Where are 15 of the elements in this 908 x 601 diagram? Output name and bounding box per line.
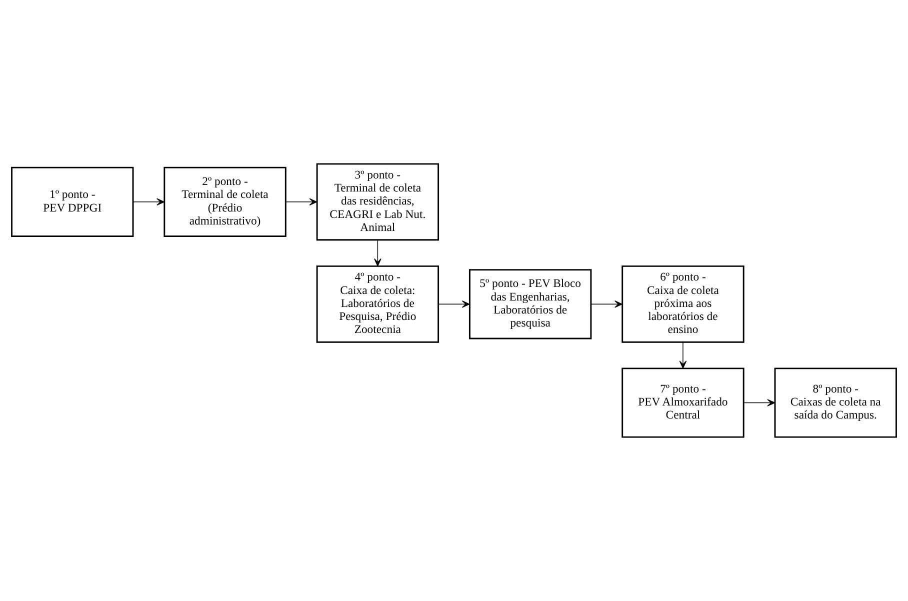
node-box: 3º ponto - Terminal de coleta das residências, CEAGRI e Lab Nut. Animal — [316, 163, 440, 241]
node-box: 7º ponto - PEV Almoxarifado Central — [622, 368, 744, 438]
node-box: 5º ponto - PEV Bloco das Engenharias, Laboratórios de pesquisa — [468, 269, 592, 340]
arrow — [438, 300, 470, 308]
node-box: 1º ponto - PEV DPPGI — [11, 166, 134, 237]
arrow — [743, 399, 776, 406]
arrow — [285, 198, 318, 206]
arrow — [679, 342, 687, 369]
node-box: 6º ponto - Caixa de coleta próxima aos laboratórios de ensino — [622, 265, 744, 343]
node-box: 8º ponto - Caixas de coleta na saída do Campus. — [774, 368, 897, 438]
arrow — [132, 198, 165, 206]
node-box: 2º ponto - Terminal de coleta (Prédio administrativo) — [164, 166, 286, 237]
arrow — [590, 300, 623, 308]
arrow — [374, 240, 382, 266]
node-box: 4º ponto - Caixa de coleta: Laboratórios de Pesquisa, Prédio Zootecnia — [316, 265, 440, 343]
